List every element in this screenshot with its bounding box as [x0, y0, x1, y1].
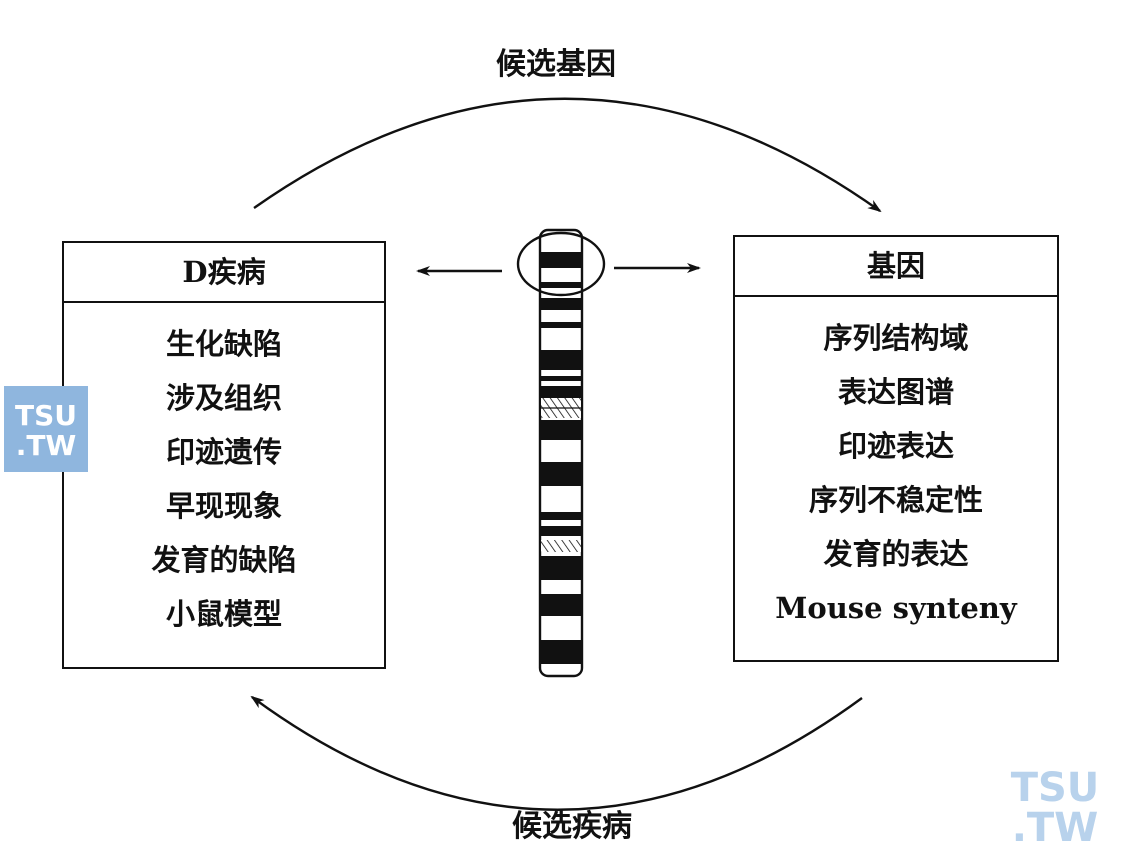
chromosome-band: [541, 420, 581, 440]
bottom-caption: 候选疾病: [512, 809, 632, 844]
watermark-line: .TW: [1011, 805, 1099, 851]
top-caption: 候选基因: [496, 47, 616, 82]
gene-feature: 印迹表达: [837, 429, 954, 463]
gene-feature: 序列结构域: [823, 321, 969, 355]
chromosome-band: [541, 282, 581, 288]
disease-feature-list: 生化缺陷 涉及组织 印迹遗传 早现现象 发育的缺陷 小鼠模型: [64, 303, 384, 641]
gene-box: 基因 序列结构域 表达图谱 印迹表达 序列不稳定性 发育的表达 Mouse sy…: [733, 235, 1059, 662]
disease-box: D疾病 生化缺陷 涉及组织 印迹遗传 早现现象 发育的缺陷 小鼠模型: [62, 241, 386, 669]
chromosome-band: [541, 386, 581, 398]
watermark-left: TSU .TW: [4, 386, 88, 472]
gene-feature: 表达图谱: [837, 375, 954, 409]
watermark-line: TSU: [1010, 765, 1100, 811]
gene-feature: 序列不稳定性: [808, 483, 983, 517]
chromosome-band: [541, 252, 581, 268]
highlight-ellipse: [516, 231, 606, 297]
gene-feature-list: 序列结构域 表达图谱 印迹表达 序列不稳定性 发育的表达 Mouse synte…: [735, 297, 1057, 635]
chromosome-band: [541, 322, 581, 328]
disease-feature: 生化缺陷: [165, 327, 282, 361]
chromosome-hatch: [541, 540, 581, 552]
bottom-cycle-arrow: [250, 695, 863, 811]
disease-feature: 早现现象: [165, 489, 282, 523]
disease-feature: 发育的缺陷: [151, 543, 297, 577]
disease-feature: 印迹遗传: [165, 435, 282, 469]
disease-feature: 涉及组织: [165, 381, 282, 415]
disease-feature: 小鼠模型: [165, 597, 282, 631]
chromosome-band: [541, 512, 581, 520]
watermark-line: .TW: [15, 429, 77, 462]
chromosome-band: [541, 526, 581, 536]
watermark-line: TSU: [14, 399, 77, 432]
gene-box-title: 基因: [735, 237, 1057, 297]
chromosome-band: [541, 594, 581, 616]
chromosome: [538, 228, 584, 678]
gene-feature: Mouse synteny: [775, 591, 1017, 625]
disease-box-title: D疾病: [64, 243, 384, 303]
chromosome-band: [541, 298, 581, 310]
chromosome-band: [541, 462, 581, 486]
watermark-right: TSU .TW: [1000, 768, 1110, 852]
top-cycle-arrow: [253, 97, 882, 213]
chromosome-band: [541, 556, 581, 580]
gene-feature: 发育的表达: [823, 537, 969, 571]
chromosome-band: [541, 640, 581, 664]
chromosome-band: [541, 350, 581, 370]
chromosome-band: [541, 376, 581, 381]
